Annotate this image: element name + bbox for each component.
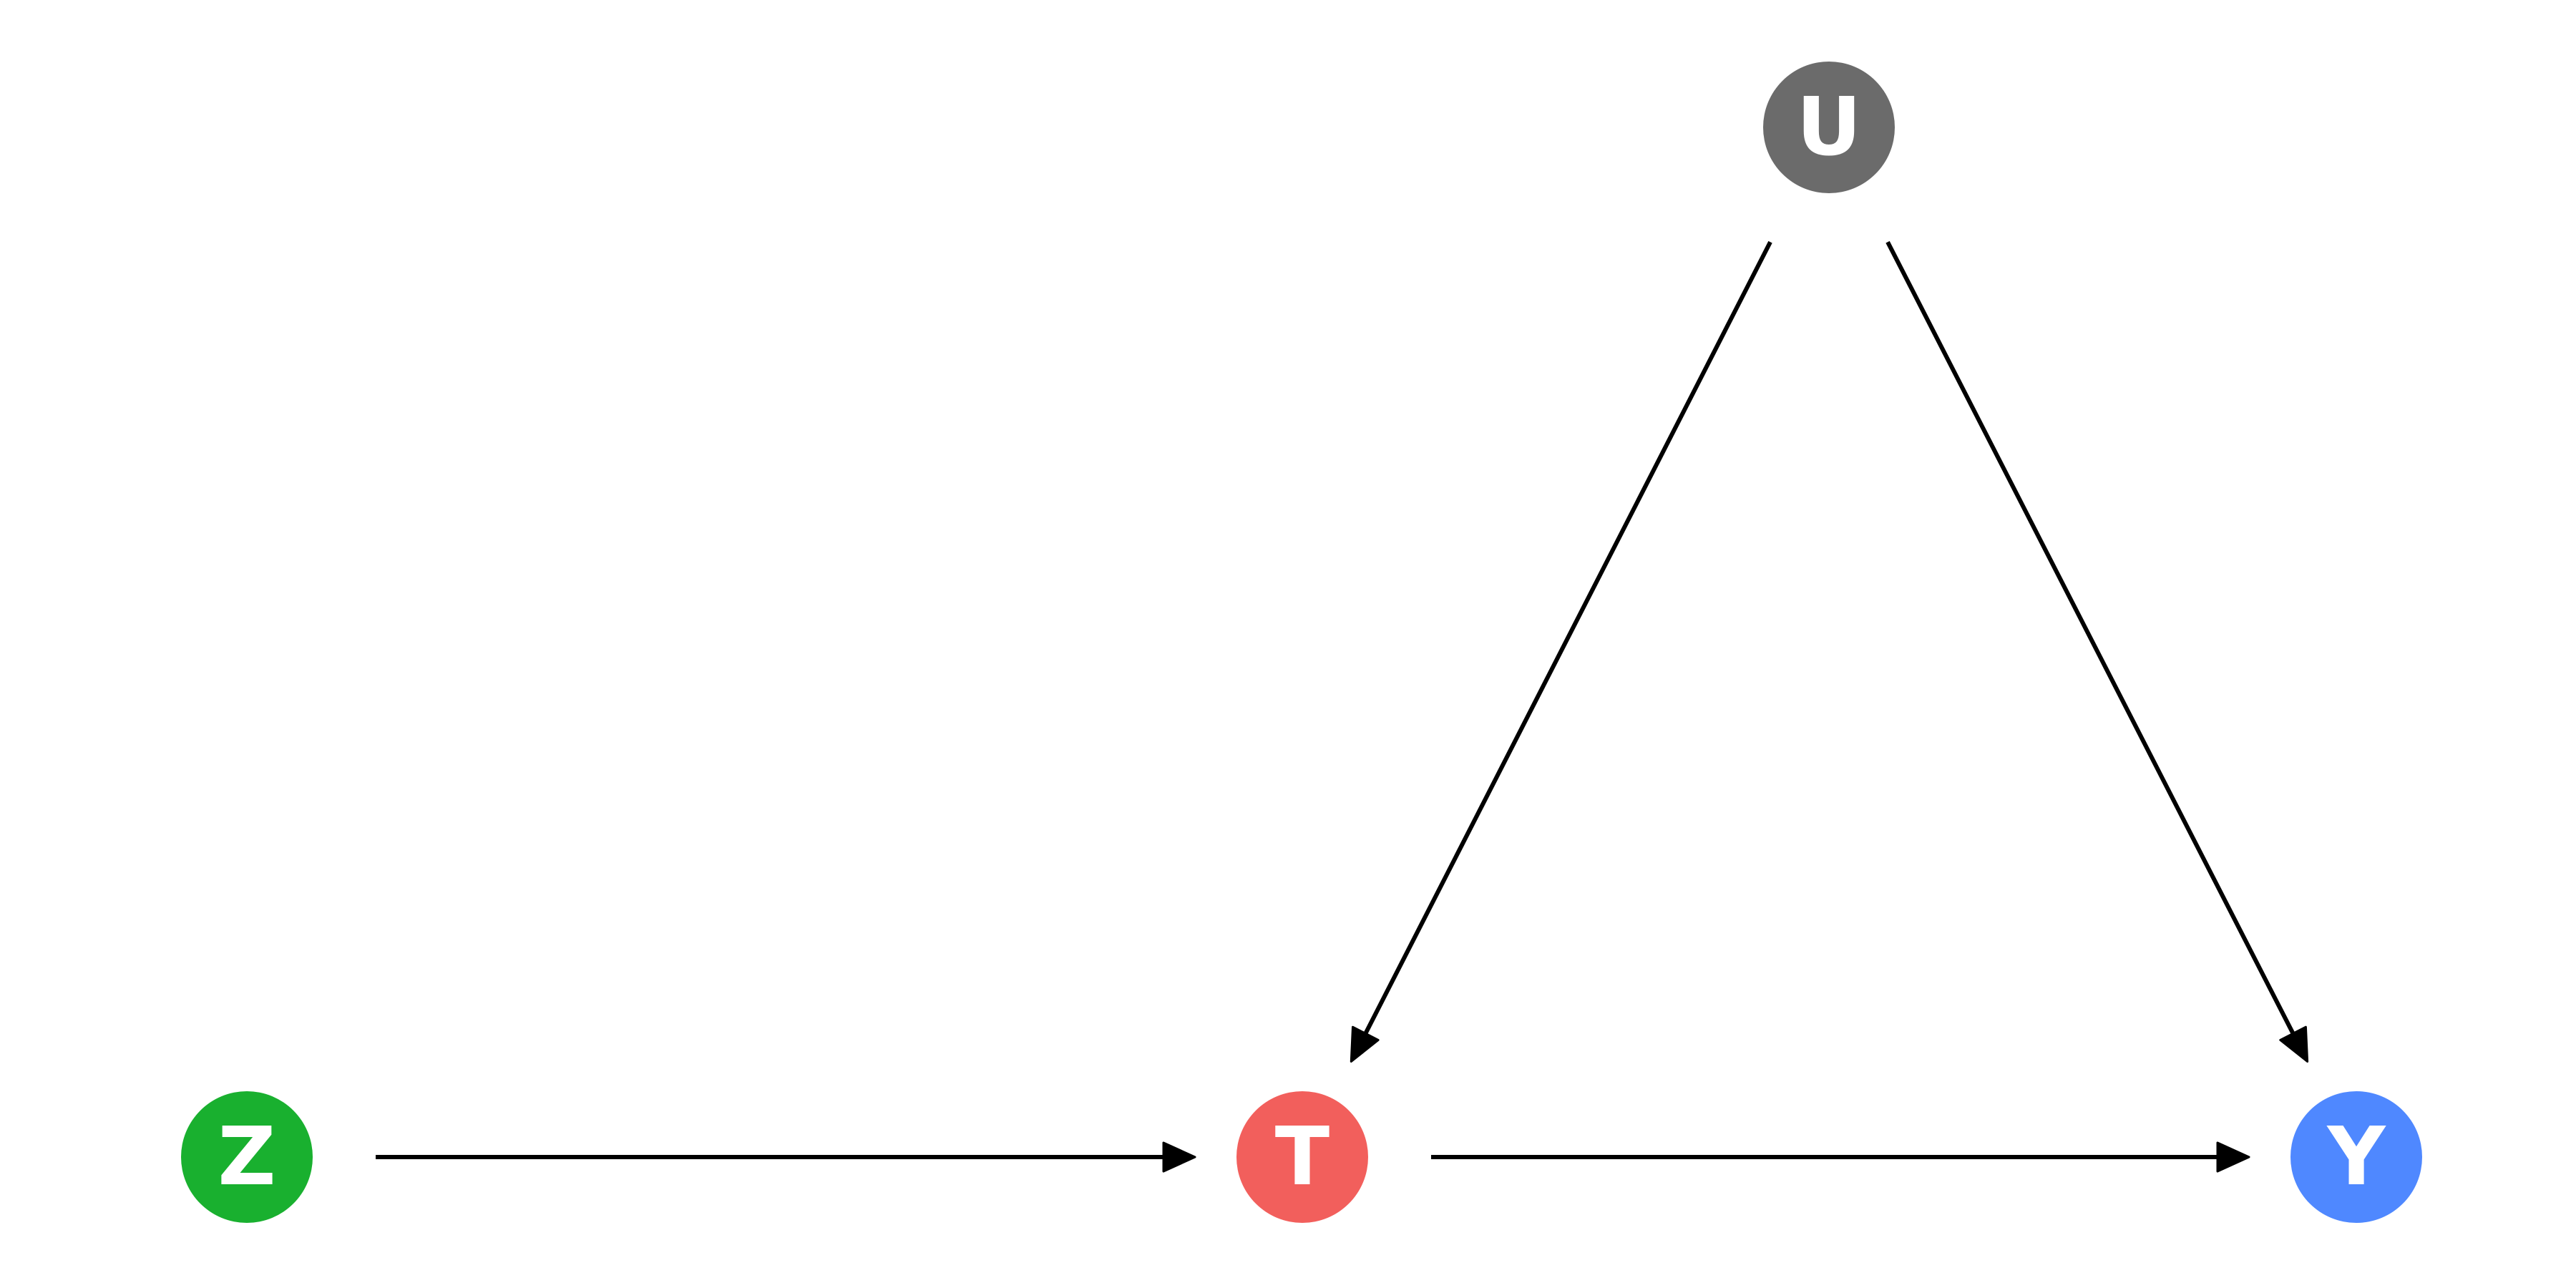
node-T: T — [1236, 1091, 1368, 1223]
node-U-circle — [1763, 62, 1895, 193]
node-Z: Z — [181, 1091, 313, 1223]
node-U: U — [1763, 62, 1895, 193]
edges-layer — [376, 240, 2309, 1173]
node-Z-label: Z — [218, 1111, 275, 1204]
edge-Z-to-T — [376, 1141, 1196, 1173]
node-Z-circle — [181, 1091, 313, 1223]
arrowhead-T-Y — [2216, 1141, 2250, 1173]
node-Y-circle — [2290, 1091, 2422, 1223]
edge-U-to-Y — [1885, 240, 2309, 1063]
edge-U-to-T — [1350, 240, 1772, 1063]
arrowhead-Z-T — [1162, 1141, 1196, 1173]
node-U-label: U — [1797, 81, 1862, 174]
edge-line-U-T — [1362, 240, 1772, 1038]
node-Y-label: Y — [2326, 1111, 2386, 1204]
nodes-layer: Z T Y U — [181, 62, 2422, 1223]
arrowhead-U-Y — [2279, 1025, 2309, 1063]
node-T-circle — [1236, 1091, 1368, 1223]
arrowhead-U-T — [1350, 1025, 1380, 1063]
node-Y: Y — [2290, 1091, 2422, 1223]
edge-T-to-Y — [1431, 1141, 2250, 1173]
node-T-label: T — [1275, 1111, 1330, 1204]
edge-line-U-Y — [1885, 240, 2297, 1038]
